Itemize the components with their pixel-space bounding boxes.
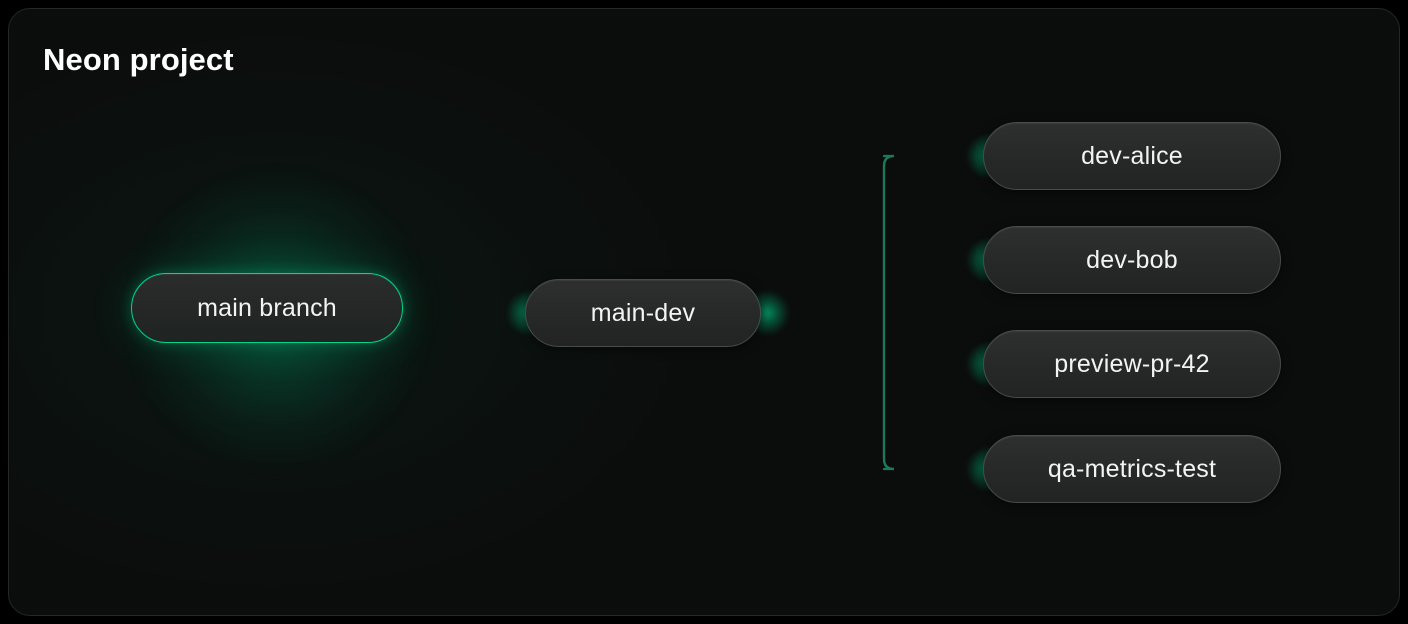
trunk-curve bbox=[882, 154, 895, 471]
node-dev-alice[interactable]: dev-alice bbox=[983, 122, 1281, 190]
node-main-branch[interactable]: main branch bbox=[131, 273, 403, 343]
node-main-dev[interactable]: main-dev bbox=[525, 279, 761, 347]
node-label-dev-alice: dev-alice bbox=[1081, 141, 1183, 170]
node-label-preview-pr-42: preview-pr-42 bbox=[1054, 349, 1210, 378]
trunk-line bbox=[882, 154, 895, 471]
node-label-main-dev: main-dev bbox=[590, 298, 696, 327]
node-dev-bob[interactable]: dev-bob bbox=[983, 226, 1281, 294]
node-preview-pr-42[interactable]: preview-pr-42 bbox=[983, 330, 1281, 398]
project-card: Neon project bbox=[8, 8, 1400, 616]
node-qa-metrics-test[interactable]: qa-metrics-test bbox=[983, 435, 1281, 503]
page-title: Neon project bbox=[43, 42, 234, 77]
node-label-qa-metrics-test: qa-metrics-test bbox=[1047, 454, 1217, 483]
node-label-main-branch: main branch bbox=[197, 293, 337, 322]
node-label-dev-bob: dev-bob bbox=[1086, 245, 1178, 274]
